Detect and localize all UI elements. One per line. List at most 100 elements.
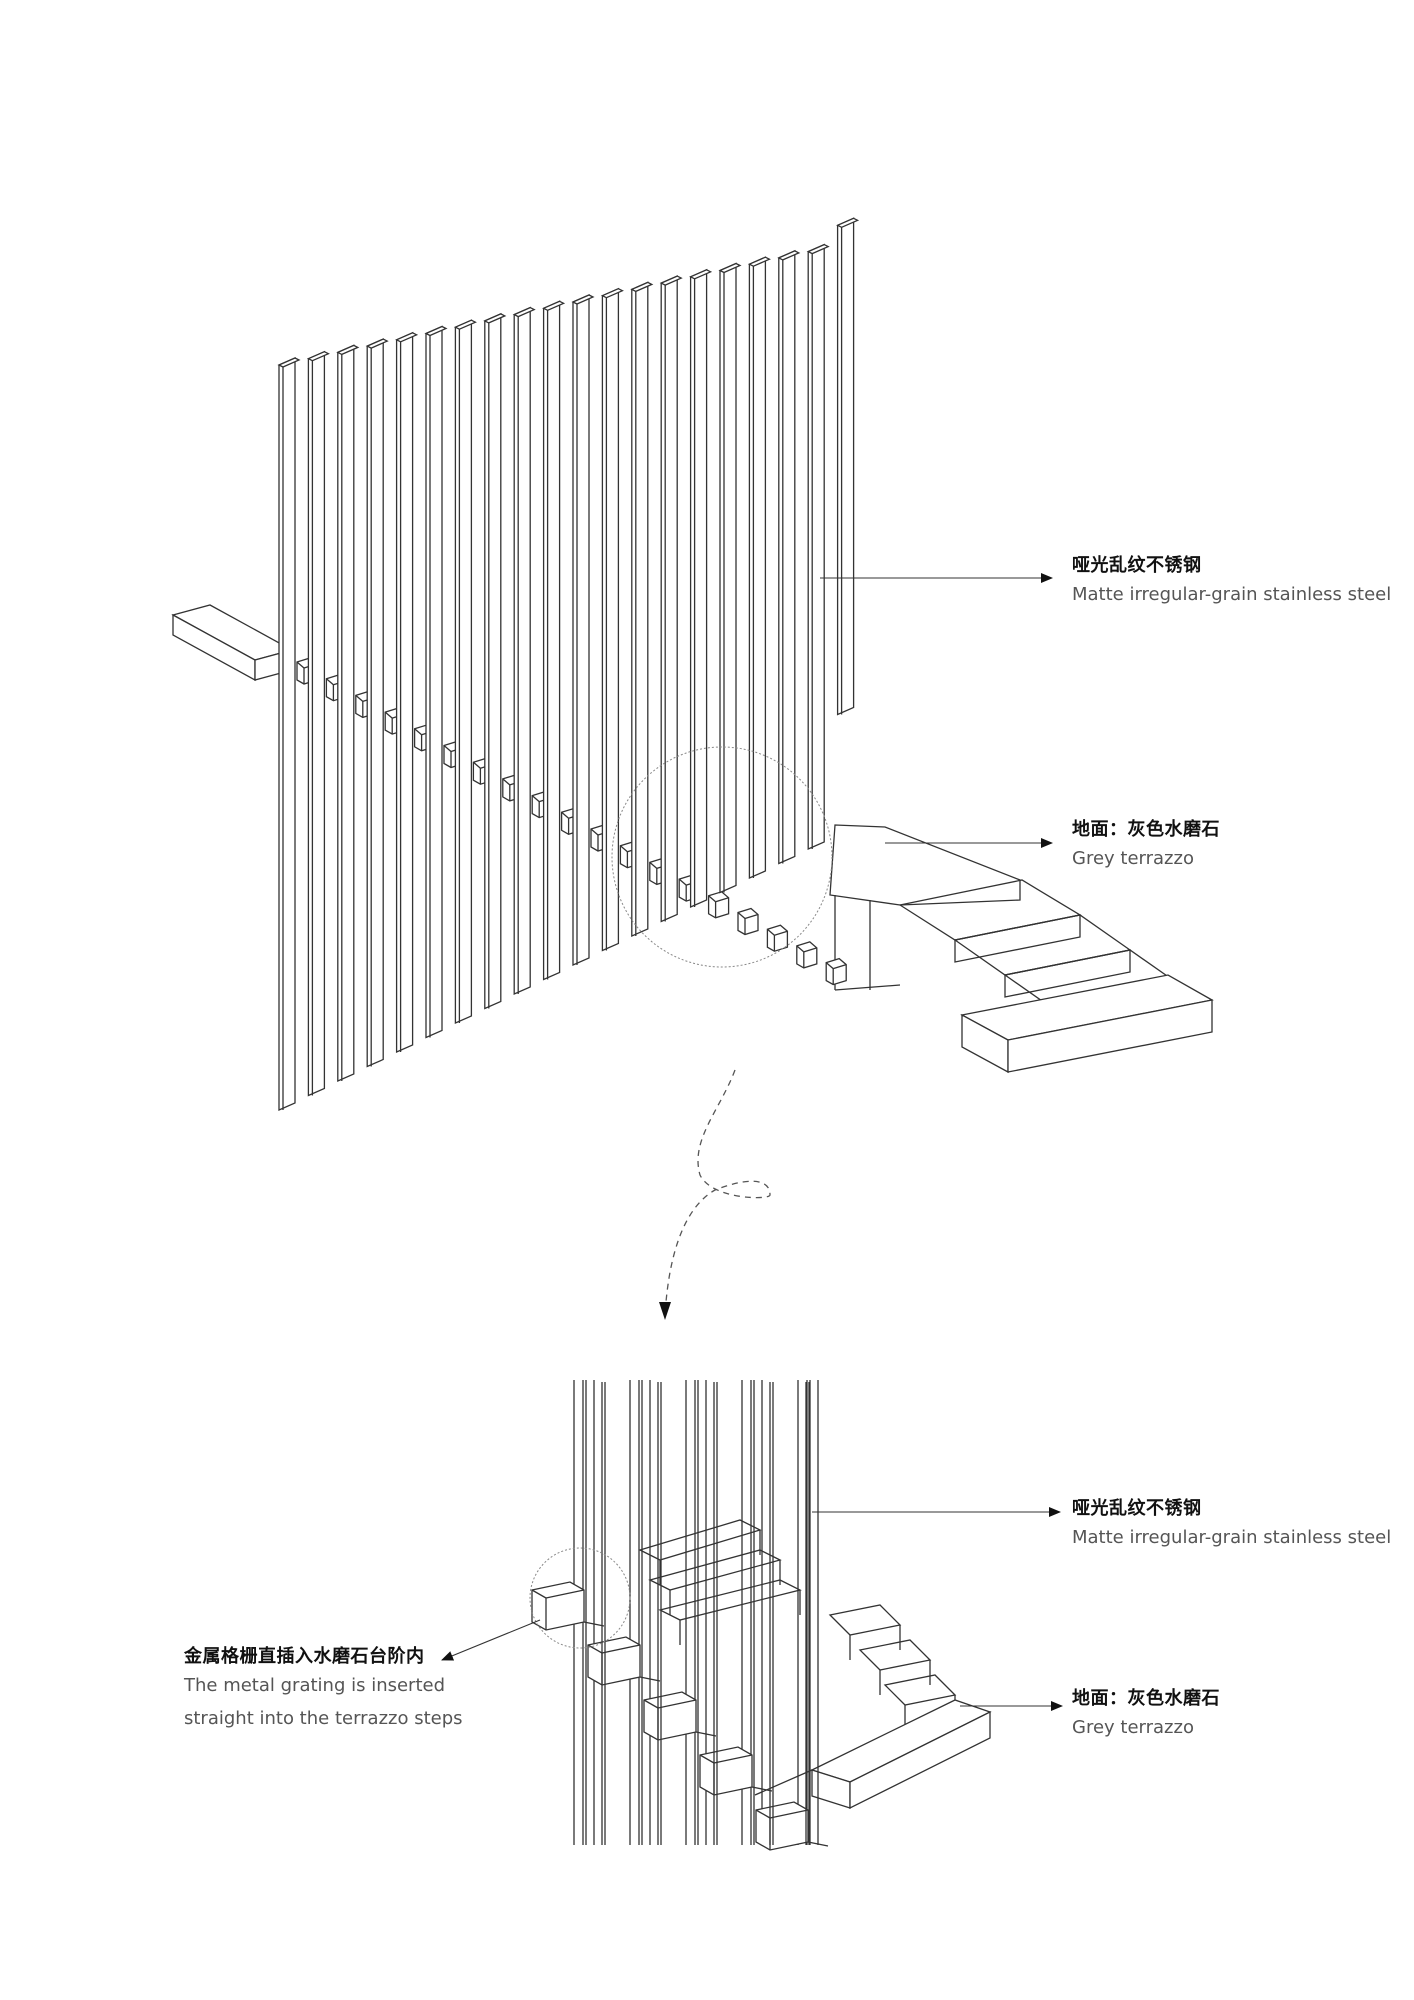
top-fin-face — [307, 350, 326, 1097]
top-notch-edge — [414, 728, 423, 736]
detail-fin — [755, 1380, 829, 1851]
detail-fin — [531, 1380, 605, 1845]
detail-block-edge — [601, 1644, 641, 1654]
detail-block-ledge — [639, 1676, 661, 1682]
detail-fin-front — [769, 1382, 774, 1845]
detail-block-ledge — [751, 1786, 773, 1792]
top-fin-notch — [796, 941, 818, 969]
top-notch-edge — [833, 963, 847, 970]
top-fin — [630, 281, 671, 937]
top-fin-face — [719, 262, 737, 894]
detail-metal-fins — [531, 1380, 829, 1851]
top-fin-face — [572, 294, 590, 966]
top-fin-face — [395, 331, 414, 1053]
top-fin — [453, 319, 495, 1024]
top-fin-cap — [512, 306, 536, 318]
top-fin-cap — [718, 262, 742, 274]
top-fin-face — [778, 249, 796, 865]
top-fin-cap — [483, 313, 507, 324]
detail-block-edge — [545, 1589, 585, 1599]
top-notch-edge — [355, 694, 364, 702]
detail-fin-front — [601, 1382, 606, 1845]
top-fin-cap — [571, 294, 595, 305]
top-fin-cap — [806, 243, 830, 255]
top-fin-face — [366, 338, 384, 1068]
detail-step-tread — [828, 1604, 902, 1636]
top-fin — [306, 350, 348, 1097]
detail-insert-circle — [529, 1547, 631, 1649]
top-fin-face — [484, 312, 502, 1010]
top-fin — [836, 217, 860, 716]
detail-floor-label-en: Grey terrazzo — [1072, 1717, 1194, 1738]
top-step-tread — [898, 879, 1082, 941]
top-notch-edge — [708, 895, 717, 903]
top-notch-edge — [384, 711, 393, 719]
top-notch-edge — [678, 878, 687, 886]
detail-block-edge — [657, 1699, 697, 1709]
detail-bottom-step-front — [849, 1710, 991, 1810]
top-fin-cap — [600, 287, 624, 299]
top-fin — [718, 262, 759, 936]
top-notch-edge — [531, 795, 540, 803]
leader-detail-insert — [441, 1619, 541, 1661]
top-floor-label-zh: 地面：灰色水磨石 — [1072, 819, 1220, 840]
top-fin-cap — [777, 250, 801, 261]
top-stringer-bar — [171, 604, 294, 682]
top-bottom-step-front — [1007, 999, 1213, 1073]
top-fin-cap — [424, 325, 448, 337]
top-fin-notch — [766, 924, 789, 952]
top-fin-cap — [689, 269, 713, 280]
top-fin-face — [513, 306, 531, 995]
detail-block-edge — [755, 1809, 771, 1819]
detail-terrazzo-stairs — [638, 1519, 992, 1810]
top-notch-edge — [296, 661, 305, 669]
top-fin-face — [660, 275, 678, 923]
insert-label-zh: 金属格栅直插入水磨石台阶内 — [184, 1646, 425, 1667]
detail-fin-front — [805, 1382, 810, 1845]
top-notch-edge — [825, 962, 834, 970]
top-fin — [777, 249, 818, 969]
detail-step-tread — [858, 1639, 932, 1671]
top-fin-cap — [836, 217, 860, 229]
top-fin — [277, 357, 318, 1111]
top-fin-face — [807, 243, 825, 850]
detail-fin-front — [657, 1382, 662, 1845]
detail-steel-label-zh: 哑光乱纹不锈钢 — [1072, 1498, 1202, 1519]
detail-steel-label-en: Matte irregular-grain stainless steel — [1072, 1527, 1392, 1548]
top-fin-face — [454, 319, 473, 1024]
top-fin — [336, 344, 377, 1082]
top-fin-face — [542, 300, 561, 981]
top-notch-edge — [502, 778, 511, 786]
top-landing-slab — [829, 824, 1021, 906]
detail-stair-edge — [754, 1769, 813, 1796]
top-notch-edge — [619, 845, 628, 853]
top-fin-cap — [395, 332, 419, 343]
detail-block-edge — [699, 1754, 715, 1764]
top-fin-face — [278, 357, 296, 1111]
top-fin-cap — [747, 256, 771, 267]
detail-block-ledge — [807, 1841, 829, 1847]
top-fin-face — [601, 287, 620, 952]
top-notch-edge — [590, 828, 599, 836]
detail-step-tread — [883, 1674, 957, 1706]
top-fin-notch — [825, 957, 847, 986]
detail-block-ledge — [695, 1731, 717, 1737]
detail-fin — [587, 1380, 661, 1845]
top-notch-edge — [796, 945, 805, 953]
top-fin — [689, 268, 730, 919]
top-fin — [747, 256, 789, 952]
detail-fin-front — [713, 1382, 718, 1845]
top-fin-face — [689, 268, 708, 908]
top-notch-edge — [325, 678, 334, 686]
top-notch-edge — [737, 912, 746, 919]
detail-insert-block — [531, 1581, 585, 1631]
top-fin-face — [748, 256, 767, 879]
detail-insert-block — [587, 1636, 641, 1686]
insert-label-en-line1: The metal grating is inserted — [184, 1675, 446, 1696]
top-floor-label-en: Grey terrazzo — [1072, 848, 1194, 869]
top-fin-face — [337, 344, 355, 1082]
top-fin-notch — [707, 891, 730, 919]
insert-label-en-line2: straight into the terrazzo steps — [184, 1708, 463, 1729]
